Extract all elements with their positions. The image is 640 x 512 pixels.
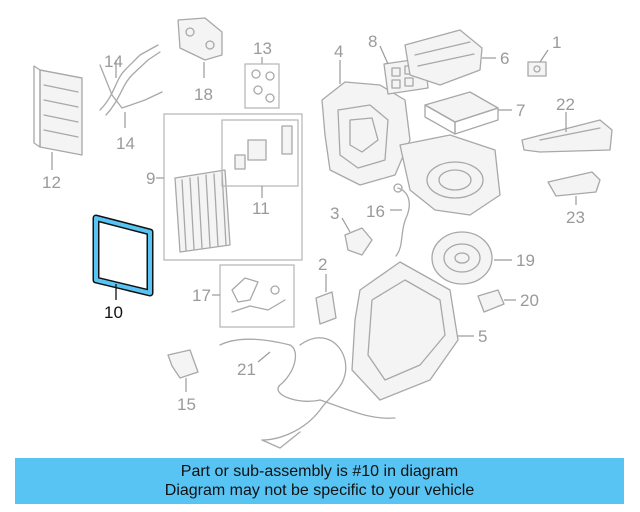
callout-14-lower: 14: [116, 134, 135, 153]
part-14-pipes: [99, 44, 163, 128]
part-13-small-parts: [244, 57, 280, 109]
callout-23: 23: [566, 208, 585, 227]
callout-5: 5: [478, 327, 487, 346]
part-17-components: [212, 264, 295, 328]
part-blower-housing: [399, 134, 501, 216]
part-10-seal-gasket: [92, 214, 154, 300]
part-23-duct: [547, 171, 601, 205]
callout-9: 9: [146, 169, 155, 188]
part-12-heater-core: [33, 65, 83, 170]
callout-3: 3: [330, 204, 339, 223]
part-5-lower-housing: [351, 261, 474, 401]
part-21-wiring-harness: [219, 337, 396, 449]
callout-7: 7: [516, 101, 525, 120]
callout-8: 8: [368, 32, 377, 51]
part-2-bracket: [315, 274, 337, 325]
banner-line-1: Part or sub-assembly is #10 in diagram: [180, 463, 459, 480]
part-15-bracket: [167, 349, 199, 392]
callout-21: 21: [237, 360, 256, 379]
callout-11: 11: [252, 199, 270, 218]
part-20-resistor: [477, 289, 516, 313]
part-11-expansion-valve: [221, 119, 299, 198]
part-18-bracket: [177, 17, 223, 78]
callout-15: 15: [177, 395, 196, 414]
part-7-cabin-filter: [424, 91, 512, 135]
callout-17: 17: [192, 286, 211, 305]
callout-13: 13: [253, 39, 272, 58]
part-6-duct-cover: [404, 29, 496, 86]
part-22-duct: [521, 112, 613, 153]
part-3-sensor: [341, 217, 373, 256]
callout-18: 18: [194, 85, 213, 104]
info-banner: Part or sub-assembly is #10 in diagram D…: [15, 458, 624, 504]
callout-6: 6: [500, 49, 509, 68]
callout-2: 2: [318, 255, 327, 274]
callout-1: 1: [552, 33, 561, 52]
callout-12: 12: [42, 173, 61, 192]
callout-14-upper: 14: [104, 52, 123, 71]
part-16-sensor-wire: [390, 183, 410, 257]
banner-line-2: Diagram may not be specific to your vehi…: [164, 482, 475, 499]
callout-19: 19: [516, 251, 535, 270]
callout-10: 10: [104, 303, 123, 322]
callout-16: 16: [366, 202, 385, 221]
callout-22: 22: [556, 95, 575, 114]
callout-4: 4: [334, 42, 343, 61]
part-19-blower-motor: [431, 231, 512, 285]
part-9-evaporator-assembly: [156, 113, 303, 261]
callout-20: 20: [520, 291, 539, 310]
part-1-clip: [527, 49, 549, 77]
